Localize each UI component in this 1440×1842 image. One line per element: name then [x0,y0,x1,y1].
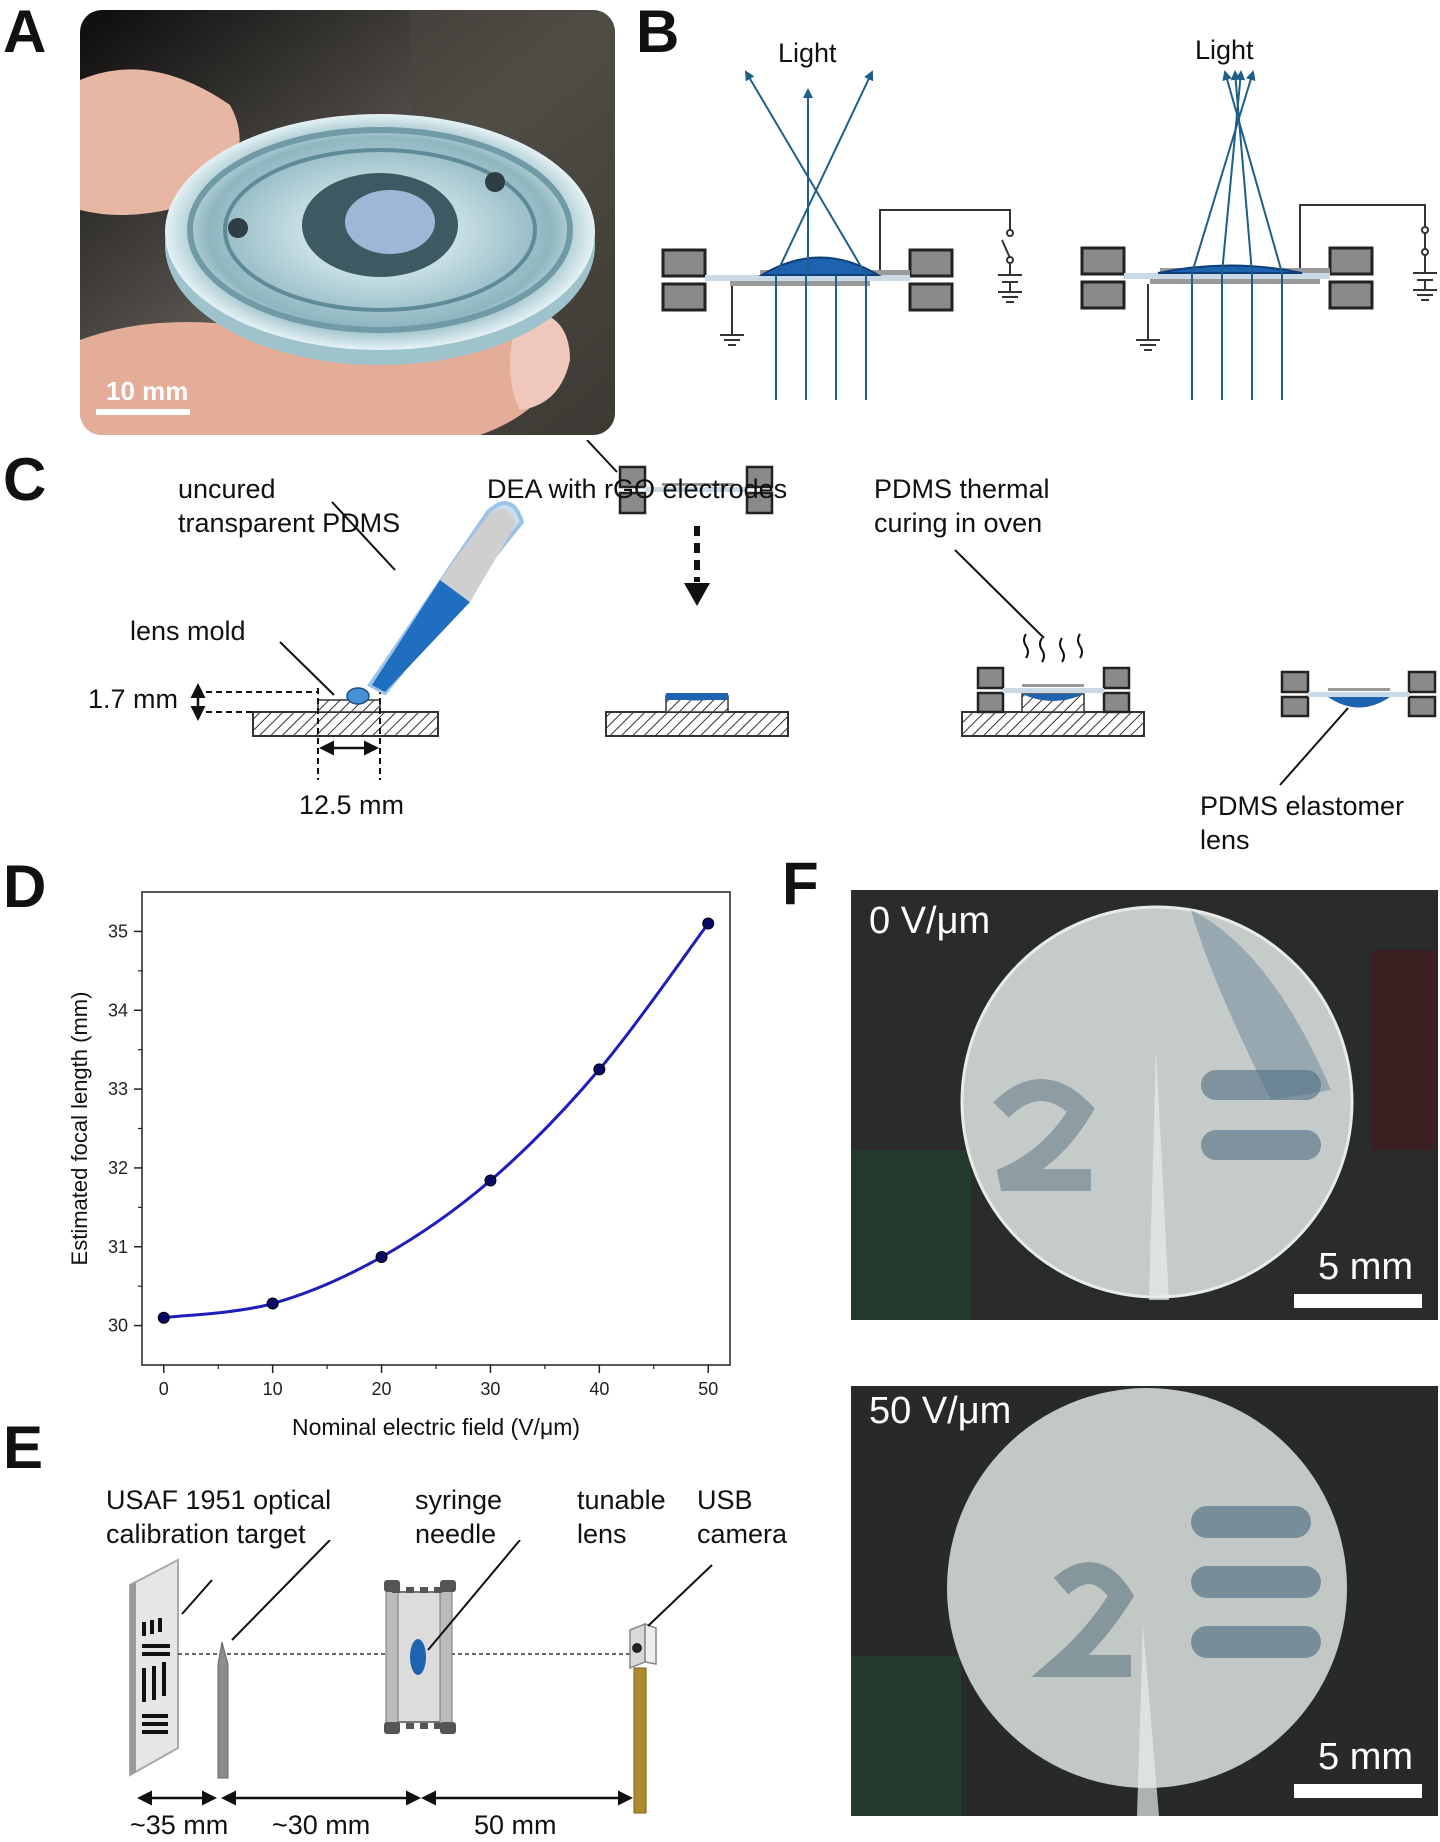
light-label-right: Light [1195,35,1254,65]
panel-letter-a: A [3,0,47,65]
label-usaf-target: USAF 1951 optical calibration target [106,1485,332,1549]
data-point [266,1297,279,1310]
data-point [593,1063,606,1076]
lens-view-50v [851,1386,1438,1816]
x-tick-label: 10 [263,1379,283,1399]
y-tick-label: 30 [108,1316,128,1336]
dea-lens-schematic [661,70,1437,400]
x-tick-label: 30 [480,1379,500,1399]
scale-label-f-bottom: 5 mm [1318,1736,1413,1778]
field-label-0v: 0 V/μm [869,900,991,942]
x-tick-label: 0 [159,1379,169,1399]
data-point [375,1250,388,1263]
data-point [157,1311,170,1324]
label-dea-rgo: DEA with rGO electrodes [487,474,788,504]
label-elastomer-lens: PDMS elastomer lens [1200,791,1405,855]
label-tunable-lens: tunable lens [577,1485,666,1549]
scale-bar-a [96,409,190,415]
label-usb-camera: USB camera [697,1485,788,1549]
label-lens-mold: lens mold [130,616,246,646]
x-tick-label: 50 [698,1379,718,1399]
panel-letter-c: C [3,446,47,513]
label-thermal-curing: PDMS thermal curing in oven [874,474,1050,538]
label-width: 12.5 mm [299,790,405,820]
x-axis-label: Nominal electric field (V/μm) [292,1414,580,1440]
data-point [702,917,715,930]
label-distance-3: 50 mm [474,1810,557,1840]
y-tick-label: 32 [108,1158,128,1178]
scale-bar-f-bottom [1294,1784,1422,1798]
y-tick-label: 35 [108,921,128,941]
focal-length-chart: 0 10 20 30 40 50 30 31 32 33 34 35 Nominal electric… [67,891,731,1440]
optical-setup-diagram [129,1540,713,1814]
x-tick-label: 20 [372,1379,392,1399]
y-tick-label: 33 [108,1079,128,1099]
label-syringe-needle: syringe needle [415,1485,503,1549]
lens-view-0v [851,890,1438,1320]
panel-letter-e: E [3,1414,44,1481]
schematic-on-state [1080,70,1437,400]
label-uncured-pdms: uncured transparent PDMS [178,474,401,538]
scale-label-f-top: 5 mm [1318,1246,1413,1288]
plot-frame [141,891,731,1366]
data-point [484,1174,497,1187]
label-distance-1: ~35 mm [130,1810,229,1840]
scale-label-a: 10 mm [106,376,189,406]
schematic-off-state [661,70,1022,400]
panel-letter-d: D [3,853,47,920]
y-tick-label: 34 [108,1000,128,1020]
lens-photo [80,10,615,435]
fabrication-process-diagram [190,440,1437,786]
scale-bar-f-top [1294,1294,1422,1308]
y-axis-label: Estimated focal length (mm) [67,992,92,1266]
fit-curve [163,922,710,1320]
label-distance-2: ~30 mm [272,1810,371,1840]
panel-letter-b: B [636,0,680,65]
label-height: 1.7 mm [88,684,179,714]
y-tick-label: 31 [108,1237,128,1257]
field-label-50v: 50 V/μm [869,1390,1012,1432]
light-label-left: Light [778,38,837,68]
x-tick-label: 40 [589,1379,609,1399]
panel-letter-f: F [782,850,819,917]
